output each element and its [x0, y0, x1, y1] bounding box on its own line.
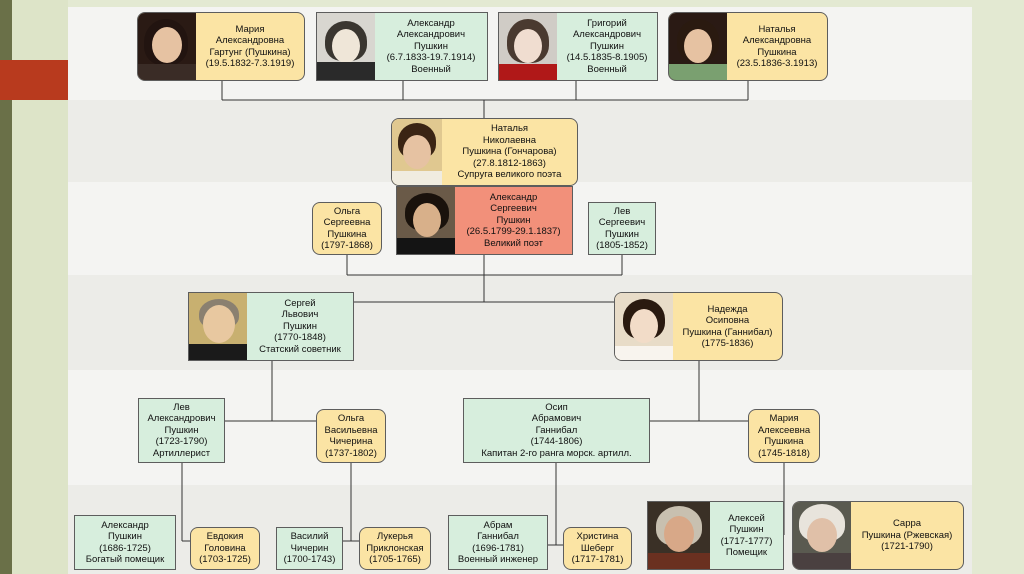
slide-decoration [0, 0, 68, 574]
person-khristina: Христина Шеберг (1717-1781) [563, 527, 632, 570]
portrait-image [189, 293, 247, 360]
person-natalya-nikolaevna: Наталья Николаевна Пушкина (Гончарова) (… [391, 118, 578, 186]
person-label: Лев Александрович Пушкин (1723-1790) Арт… [147, 401, 216, 459]
person-label: Евдокия Головина (1703-1725) [199, 531, 251, 566]
person-lev-sergeevich: Лев Сергеевич Пушкин (1805-1852) [588, 202, 656, 255]
person-label: Александр Сергеевич Пушкин (26.5.1799-29… [466, 191, 561, 249]
person-olga-vasilievna: Ольга Васильевна Чичерина (1737-1802) [316, 409, 386, 463]
portrait-image [397, 187, 455, 254]
person-label: Осип Абрамович Ганнибал (1744-1806) Капи… [481, 401, 632, 459]
person-alexander-alexandrovich: Александр Александрович Пушкин (6.7.1833… [316, 12, 488, 81]
person-lukerya: Лукерья Приклонская (1705-1765) [359, 527, 431, 570]
person-alexander-pushkin-1686: Александр Пушкин (1686-1725) Богатый пом… [74, 515, 176, 570]
portrait-image [793, 502, 851, 569]
portrait-image [669, 13, 727, 80]
person-label: Василий Чичерин (1700-1743) [283, 531, 336, 566]
person-evdokia: Евдокия Головина (1703-1725) [190, 527, 260, 570]
person-osip-abramovich: Осип Абрамович Ганнибал (1744-1806) Капи… [463, 398, 650, 463]
portrait-image [317, 13, 375, 80]
person-label: Ольга Васильевна Чичерина (1737-1802) [324, 413, 378, 459]
person-abram: Абрам Ганнибал (1696-1781) Военный инжен… [448, 515, 548, 570]
person-label: Лукерья Приклонская (1705-1765) [366, 531, 424, 566]
person-alexander-sergeevich: Александр Сергеевич Пушкин (26.5.1799-29… [396, 186, 573, 255]
portrait-image [615, 293, 673, 360]
decor-red-block [0, 60, 68, 100]
person-label: Христина Шеберг (1717-1781) [571, 531, 624, 566]
person-olga-sergeevna: Ольга Сергеевна Пушкина (1797-1868) [312, 202, 382, 255]
person-label: Алексей Пушкин (1717-1777) Помещик [720, 512, 773, 559]
person-natalya-alexandrovna: Наталья Александровна Пушкина (23.5.1836… [668, 12, 828, 81]
person-label: Григорий Александрович Пушкин (14.5.1835… [566, 17, 648, 75]
person-label: Сергей Львович Пушкин (1770-1848) Статск… [259, 297, 341, 355]
person-vasily: Василий Чичерин (1700-1743) [276, 527, 343, 570]
person-label: Наталья Николаевна Пушкина (Гончарова) (… [457, 123, 562, 181]
person-sergey-lvovich: Сергей Львович Пушкин (1770-1848) Статск… [188, 292, 354, 361]
person-label: Сарра Пушкина (Ржевская) (1721-1790) [861, 518, 953, 553]
person-alexey: Алексей Пушкин (1717-1777) Помещик [647, 501, 784, 570]
portrait-image [392, 119, 442, 185]
person-label: Мария Александровна Гартунг (Пушкина) (1… [205, 23, 295, 70]
person-lev-alexandrovich: Лев Александрович Пушкин (1723-1790) Арт… [138, 398, 225, 463]
person-label: Александр Пушкин (1686-1725) Богатый пом… [85, 519, 165, 566]
person-nadezhda-osipovna: Надежда Осиповна Пушкина (Ганнибал) (177… [614, 292, 783, 361]
person-label: Мария Алексеевна Пушкина (1745-1818) [757, 413, 811, 459]
person-label: Наталья Александровна Пушкина (23.5.1836… [736, 23, 818, 70]
portrait-image [138, 13, 196, 80]
portrait-image [648, 502, 710, 569]
person-maria-alekseevna: Мария Алексеевна Пушкина (1745-1818) [748, 409, 820, 463]
person-label: Лев Сергеевич Пушкин (1805-1852) [596, 205, 648, 252]
decor-bar [0, 0, 12, 574]
person-label: Ольга Сергеевна Пушкина (1797-1868) [321, 205, 373, 252]
person-sarra: Сарра Пушкина (Ржевская) (1721-1790) [792, 501, 964, 570]
person-grigory: Григорий Александрович Пушкин (14.5.1835… [498, 12, 658, 81]
person-label: Абрам Ганнибал (1696-1781) Военный инжен… [457, 519, 539, 566]
person-maria-alexandrovna: Мария Александровна Гартунг (Пушкина) (1… [137, 12, 305, 81]
person-label: Надежда Осиповна Пушкина (Ганнибал) (177… [682, 303, 773, 350]
portrait-image [499, 13, 557, 80]
person-label: Александр Александрович Пушкин (6.7.1833… [386, 17, 476, 75]
